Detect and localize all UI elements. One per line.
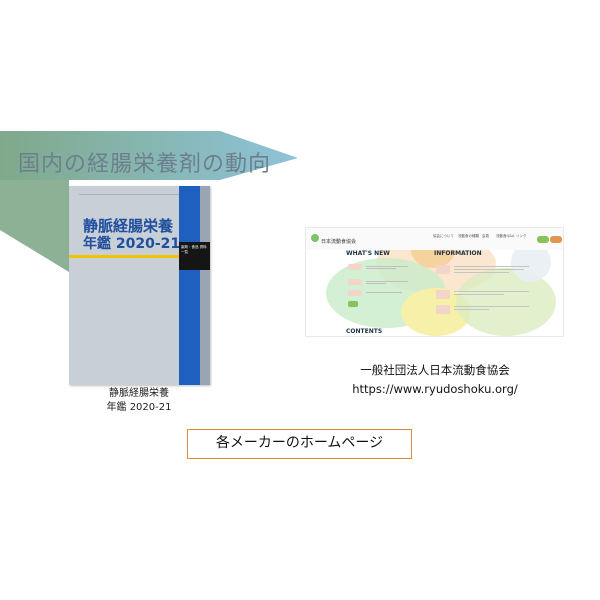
banner-title: 国内の経腸栄養剤の動向 xyxy=(18,152,272,177)
information-heading: INFORMATION xyxy=(434,250,482,257)
org-name: 一般社団法人日本流動食協会 xyxy=(360,363,510,377)
maker-homepages-label: 各メーカーのホームページ xyxy=(215,435,384,451)
news-item xyxy=(348,279,408,286)
cover-blue-band xyxy=(179,186,200,385)
nav-item: 流動食Q&A xyxy=(496,234,515,238)
book-caption: 静脈経腸栄養 年鑑 2020-21 xyxy=(84,387,194,415)
info-item xyxy=(436,289,546,301)
news-item xyxy=(348,264,408,271)
site-logo-text: 日本流動食協会 xyxy=(321,239,357,245)
contents-heading: CONTENTS xyxy=(346,328,383,335)
nav-item: 協会について xyxy=(433,234,454,238)
site-search-button xyxy=(537,236,549,243)
news-item xyxy=(348,290,403,297)
cover-side-label: 製剤・食品 資料一覧 xyxy=(179,242,210,270)
book-caption-line2: 年鑑 2020-21 xyxy=(106,402,172,413)
book-cover-image: 静脈経腸栄養 年鑑 2020-21 製剤・食品 資料一覧 xyxy=(69,186,210,385)
nav-item: 会員 xyxy=(482,234,489,238)
cover-edge xyxy=(200,186,210,385)
cover-yellow-stripe xyxy=(69,255,179,258)
site-member-button xyxy=(550,236,562,243)
whats-new-heading: WHAT'S NEW xyxy=(346,250,390,257)
site-logo-icon xyxy=(311,234,319,242)
website-screenshot: 日本流動食協会 協会について 流動食の種類 会員 流動食Q&A リンク WHAT… xyxy=(305,227,564,337)
website-url[interactable]: https://www.ryudoshoku.org/ xyxy=(352,382,518,396)
nav-item: 流動食の種類 xyxy=(458,234,479,238)
news-more-button xyxy=(348,301,403,308)
website-caption: 一般社団法人日本流動食協会 https://www.ryudoshoku.org… xyxy=(330,361,540,399)
info-item xyxy=(436,264,546,276)
nav-item: リンク xyxy=(516,234,527,238)
website-nav: 日本流動食協会 協会について 流動食の種類 会員 流動食Q&A リンク xyxy=(306,228,563,250)
book-caption-line1: 静脈経腸栄養 xyxy=(109,388,169,399)
book-title-line2: 年鑑 2020-21 xyxy=(83,236,181,252)
info-item xyxy=(436,304,546,316)
cover-rule xyxy=(79,194,179,195)
book-title-line1: 静脈経腸栄養 xyxy=(83,217,174,235)
maker-homepages-box: 各メーカーのホームページ xyxy=(187,429,412,459)
